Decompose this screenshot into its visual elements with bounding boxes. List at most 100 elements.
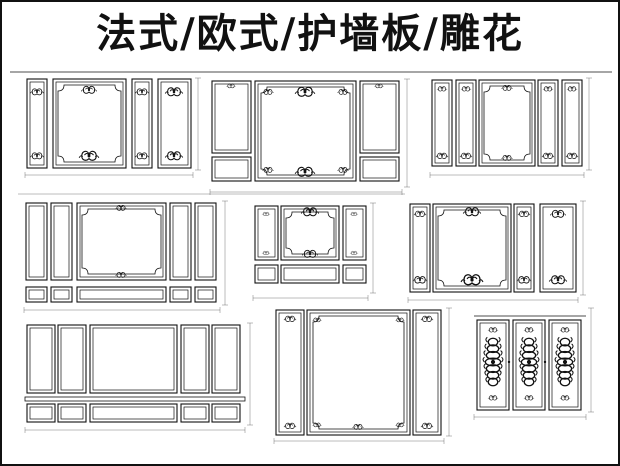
ornament-icon [516, 276, 532, 284]
ornament-icon [262, 89, 274, 95]
medallion-lobe [523, 337, 535, 347]
panel-moulding [564, 82, 580, 164]
medallion-lobe [556, 357, 574, 367]
panel-frame [50, 286, 73, 303]
ornament-tendril [413, 213, 427, 216]
medallion-curl [554, 356, 576, 363]
ornament-tendril [226, 85, 236, 87]
ornament-tendril [395, 319, 405, 321]
panel-frame [280, 205, 340, 261]
ornament-boss [289, 318, 291, 320]
ornament-icon [487, 395, 499, 401]
ornament-boss [342, 169, 344, 171]
ornament-icon [30, 88, 44, 96]
ornament-tendril [30, 155, 44, 158]
ornament-tendril [459, 155, 473, 158]
panel-moulding [28, 289, 45, 300]
ornament-icon [261, 250, 271, 255]
panel-frame [254, 264, 279, 284]
ornament-tendril [294, 91, 316, 95]
panel-moulding [172, 205, 189, 278]
ornament-boss [308, 210, 312, 214]
ornament-icon [283, 422, 297, 429]
ornament-tendril [30, 91, 44, 94]
ornament-icon [460, 86, 472, 92]
panel-moulding [79, 289, 164, 300]
panel-moulding [197, 205, 214, 278]
panel-frame [194, 202, 217, 281]
panel-frame [478, 79, 536, 167]
ornament-tendril [337, 169, 349, 172]
medallion-lobe [522, 370, 536, 380]
medallion-lobe [521, 364, 537, 374]
panel-moulding [134, 81, 150, 166]
panel-moulding [92, 327, 175, 391]
ornament-icon [459, 152, 473, 159]
ornament-boss [265, 252, 267, 254]
panel-set-3 [429, 77, 592, 178]
panel-moulding [79, 205, 164, 278]
panel-set-9 [473, 307, 594, 420]
medallion-lobe [487, 337, 499, 347]
panel-moulding [362, 83, 397, 151]
medallion-lobe [558, 344, 572, 354]
ornament-tendril [262, 91, 274, 94]
ornament-icon [337, 89, 349, 95]
medallion-curl [484, 370, 502, 376]
ornament-icon [312, 422, 322, 428]
ornament-icon [352, 424, 364, 430]
rail [24, 396, 246, 402]
ornament-boss [571, 155, 573, 157]
ornament-tendril [300, 211, 320, 214]
ornament-tendril [352, 426, 364, 429]
ornament-tendril [462, 211, 482, 214]
ornament-tendril [420, 425, 434, 428]
panel-moulding [214, 406, 238, 420]
ornament-tendril [395, 424, 405, 426]
door-knob [507, 360, 511, 364]
medallion-lobe [485, 364, 501, 374]
panel-set-1 [24, 77, 201, 178]
ornament-icon [164, 87, 184, 97]
ornament-boss [418, 278, 422, 282]
panel-frame [76, 286, 167, 303]
medallion-lobe [521, 350, 537, 360]
ornament-boss [230, 85, 232, 87]
ornament-tendril [548, 279, 568, 282]
medallion-curl [519, 350, 539, 356]
panel-moulding [309, 312, 408, 433]
ornament-icon [395, 422, 405, 428]
ornament-tendril [78, 155, 100, 159]
ornament-tendril [523, 397, 535, 400]
ornament-icon [412, 276, 428, 284]
ornament-boss [470, 210, 474, 214]
panel-frame [476, 319, 510, 411]
ornament-icon [517, 210, 531, 217]
ornament-icon [501, 155, 513, 161]
panel-frame [211, 403, 241, 423]
panel-frame [26, 403, 56, 423]
ornament-tendril [349, 213, 359, 215]
medallion-curl [521, 336, 537, 343]
panel-frame [409, 203, 431, 293]
ornament-tendril [80, 89, 98, 92]
ornament-tendril [374, 85, 384, 87]
panel-moulding [53, 289, 70, 300]
medallion-lobe [486, 344, 500, 354]
ornament-tendril [559, 397, 571, 400]
panel-moulding [257, 267, 276, 281]
medallion-curl [555, 350, 575, 356]
ornament-boss [303, 170, 307, 174]
ornament-tendril [115, 207, 127, 210]
panel-moulding [542, 206, 574, 290]
panel-frame [89, 403, 178, 423]
medallion-curl [557, 336, 573, 343]
panel-frame [25, 286, 48, 303]
ornament-boss [308, 252, 312, 256]
ornament-tendril [283, 318, 297, 321]
ornament-icon [312, 317, 322, 323]
ornament-icon [436, 86, 448, 92]
medallion-lobe [523, 377, 535, 387]
ornament-tendril [262, 169, 274, 172]
